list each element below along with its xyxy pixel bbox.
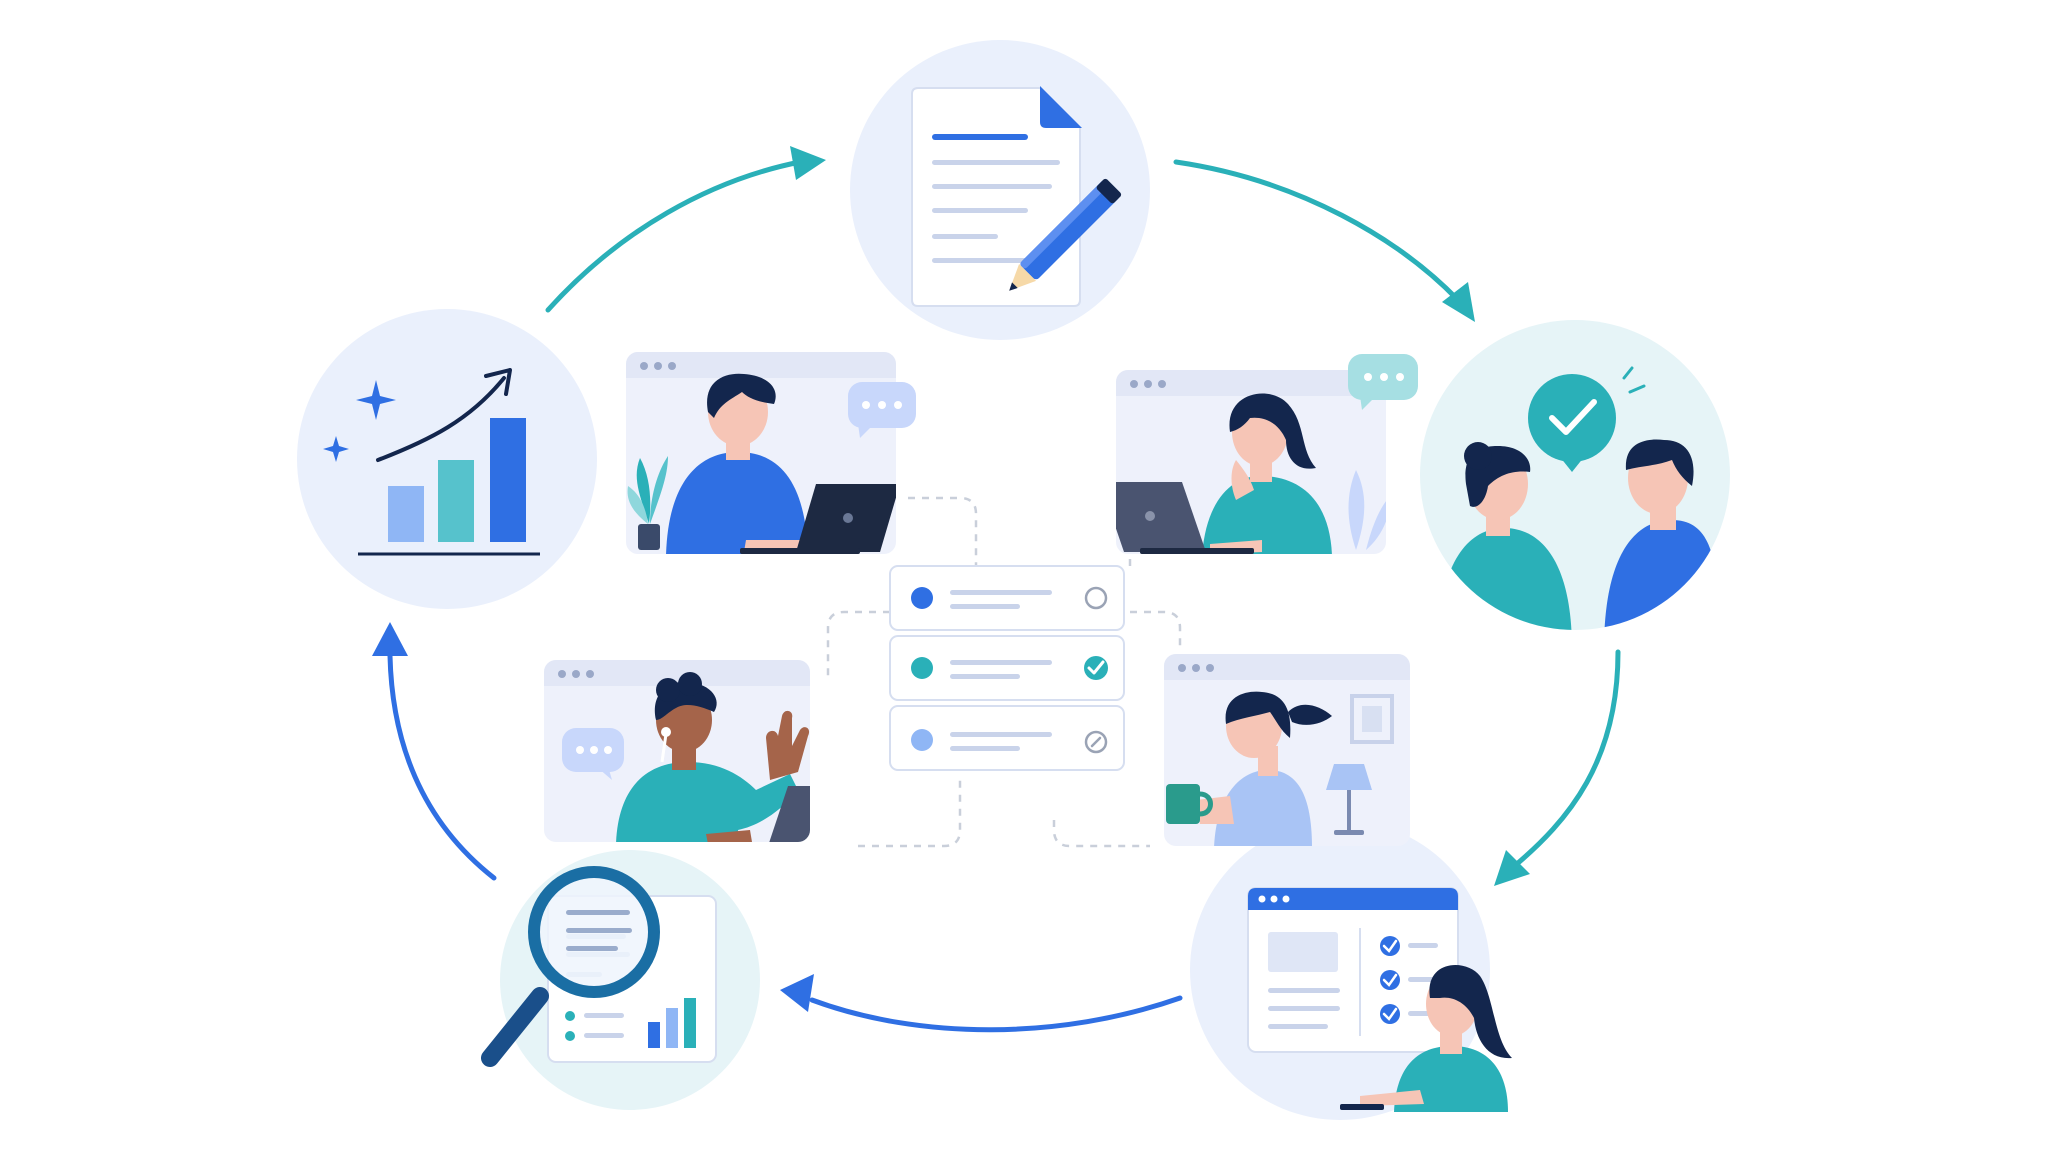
document-with-pencil-icon	[911, 86, 1122, 307]
leaf-decoration-icon	[1348, 470, 1386, 550]
node-document	[850, 40, 1150, 340]
pencil-icon	[1009, 178, 1122, 291]
woman-person-icon	[1202, 393, 1332, 554]
sparkle-icon	[356, 380, 396, 420]
checklist-window-icon	[1247, 887, 1459, 1053]
arrowhead-approval-to-tasks	[1494, 850, 1530, 886]
arrowhead-review-to-growth	[372, 622, 408, 656]
checkmark-speech-bubble-icon	[1528, 366, 1646, 472]
task-dot	[911, 657, 933, 679]
arrow-growth-to-document	[545, 159, 803, 313]
task-row[interactable]	[889, 705, 1125, 771]
chat-bubble-icon	[848, 382, 916, 438]
node-approval	[1420, 320, 1730, 630]
chat-bubble-icon	[1348, 354, 1418, 410]
task-row[interactable]	[889, 565, 1125, 631]
man-person-icon	[666, 373, 808, 554]
video-window-woman-laptop	[1116, 354, 1418, 554]
task-list-card	[889, 565, 1125, 771]
task-row[interactable]	[889, 635, 1125, 701]
arrow-document-to-approval	[1173, 159, 1461, 303]
checkbox-checked-icon	[1380, 936, 1438, 1024]
cycle-arrows	[372, 146, 1621, 1033]
arrow-tasks-to-review	[809, 995, 1183, 1033]
teal-check-circle-icon[interactable]	[1084, 656, 1108, 680]
pending-circle-icon[interactable]	[1084, 730, 1108, 754]
arrowhead-growth-to-document	[790, 146, 826, 180]
woman-at-desk-icon	[1340, 965, 1512, 1112]
laptop-icon	[740, 484, 896, 554]
lamp-icon	[1326, 764, 1372, 835]
chat-bubble-icon	[562, 728, 624, 780]
video-window-man-waving	[544, 660, 810, 842]
video-window-man-laptop	[626, 352, 916, 554]
man-person-icon	[616, 672, 810, 842]
arrowhead-tasks-to-review	[780, 974, 814, 1012]
picture-frame-icon	[1350, 694, 1394, 744]
magnifying-glass-icon	[481, 866, 660, 1067]
coffee-mug-icon	[1166, 784, 1213, 824]
empty-circle-icon[interactable]	[1084, 586, 1108, 610]
video-window-woman-coffee	[1164, 654, 1410, 846]
laptop-icon	[1116, 482, 1254, 554]
task-dot	[911, 729, 933, 751]
plant-icon	[627, 456, 668, 550]
arrow-review-to-growth	[387, 653, 497, 881]
node-tasks	[1190, 820, 1512, 1120]
task-dot	[911, 587, 933, 609]
arrow-approval-to-tasks	[1509, 649, 1621, 871]
node-review	[481, 850, 760, 1110]
laptop-icon	[766, 786, 810, 842]
arrowhead-document-to-approval	[1442, 282, 1475, 322]
sparkle-icon	[323, 436, 349, 462]
woman-person-icon	[1196, 691, 1332, 846]
rising-bar-chart-icon	[323, 368, 540, 556]
node-growth	[297, 309, 597, 609]
